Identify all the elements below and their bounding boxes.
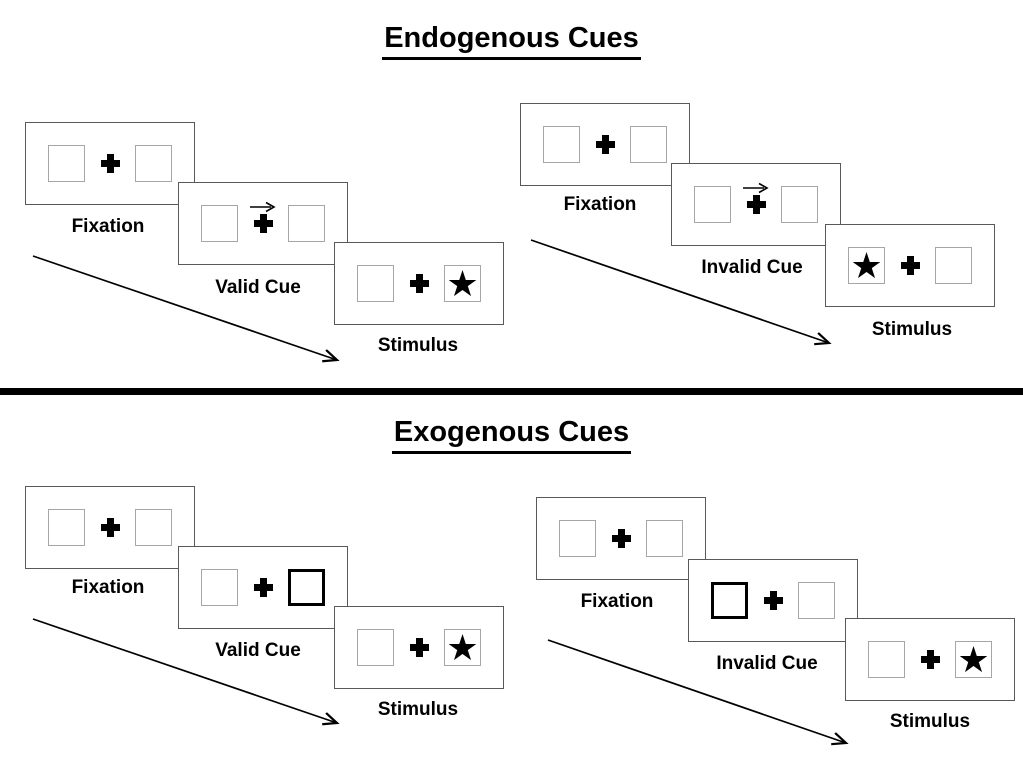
fixation-center [900, 247, 920, 285]
timeline-arrow-exogenous-valid [32, 618, 337, 723]
card-label-stimulus: Stimulus [377, 699, 459, 720]
timeline-arrow-endogenous-valid [32, 255, 337, 360]
fixation-center [409, 629, 429, 667]
fixation-plus-icon [253, 578, 273, 597]
card-label-fixation: Fixation [563, 194, 637, 215]
fixation-center [100, 145, 120, 183]
fixation-plus-icon [409, 638, 429, 657]
fixation-plus-icon [100, 154, 120, 173]
fixation-plus-icon [746, 195, 766, 214]
right-box-star: ★ [444, 629, 481, 666]
fixation-center [409, 265, 429, 303]
left-box [543, 126, 580, 163]
section-title-exogenous: Exogenous Cues [0, 416, 1023, 454]
right-box [781, 186, 818, 223]
fixation-center [763, 582, 783, 620]
right-box [288, 205, 325, 242]
trial-card-fixation [520, 103, 690, 186]
card-label-cue: Valid Cue [215, 640, 301, 661]
right-box [646, 520, 683, 557]
right-box [630, 126, 667, 163]
section-title-endogenous: Endogenous Cues [0, 22, 1023, 60]
left-box [48, 145, 85, 182]
fixation-center [253, 569, 273, 607]
fixation-plus-icon [611, 529, 631, 548]
card-label-fixation: Fixation [71, 216, 145, 237]
fixation-center [250, 201, 276, 243]
right-arrow-icon [743, 182, 769, 193]
left-box [559, 520, 596, 557]
section-divider [0, 388, 1023, 395]
right-box [935, 247, 972, 284]
fixation-plus-icon [595, 135, 615, 154]
fixation-plus-icon [920, 650, 940, 669]
trial-card-fixation [25, 486, 195, 569]
fixation-center [611, 520, 631, 558]
right-box [135, 509, 172, 546]
trial-card-stimulus: ★ [334, 242, 504, 325]
left-box [694, 186, 731, 223]
card-label-cue: Invalid Cue [701, 257, 803, 278]
fixation-center [920, 641, 940, 679]
trial-card-fixation [25, 122, 195, 205]
fixation-plus-icon [409, 274, 429, 293]
left-box-cue-bold [711, 582, 748, 619]
left-box [201, 569, 238, 606]
left-box [48, 509, 85, 546]
card-label-cue: Valid Cue [215, 277, 301, 298]
timeline-arrow-endogenous-invalid [530, 239, 829, 343]
right-box [135, 145, 172, 182]
card-label-stimulus: Stimulus [871, 319, 953, 340]
card-label-stimulus: Stimulus [889, 711, 971, 732]
trial-card-cue [671, 163, 841, 246]
left-box [201, 205, 238, 242]
fixation-plus-icon [100, 518, 120, 537]
fixation-center [743, 182, 769, 224]
fixation-plus-icon [900, 256, 920, 275]
card-label-stimulus: Stimulus [377, 335, 459, 356]
trial-card-fixation [536, 497, 706, 580]
left-box [357, 265, 394, 302]
trial-card-stimulus: ★ [334, 606, 504, 689]
right-arrow-icon [250, 201, 276, 212]
fixation-plus-icon [763, 591, 783, 610]
right-box-cue-bold [288, 569, 325, 606]
fixation-plus-icon [253, 214, 273, 233]
fixation-center [595, 126, 615, 164]
right-box [798, 582, 835, 619]
card-label-fixation: Fixation [580, 591, 654, 612]
trial-card-cue [688, 559, 858, 642]
card-label-fixation: Fixation [71, 577, 145, 598]
right-box-star: ★ [955, 641, 992, 678]
trial-card-stimulus: ★ [825, 224, 995, 307]
trial-card-cue [178, 546, 348, 629]
trial-card-cue [178, 182, 348, 265]
left-box-star: ★ [848, 247, 885, 284]
right-box-star: ★ [444, 265, 481, 302]
card-label-cue: Invalid Cue [716, 653, 818, 674]
left-box [357, 629, 394, 666]
left-box [868, 641, 905, 678]
trial-card-stimulus: ★ [845, 618, 1015, 701]
fixation-center [100, 509, 120, 547]
